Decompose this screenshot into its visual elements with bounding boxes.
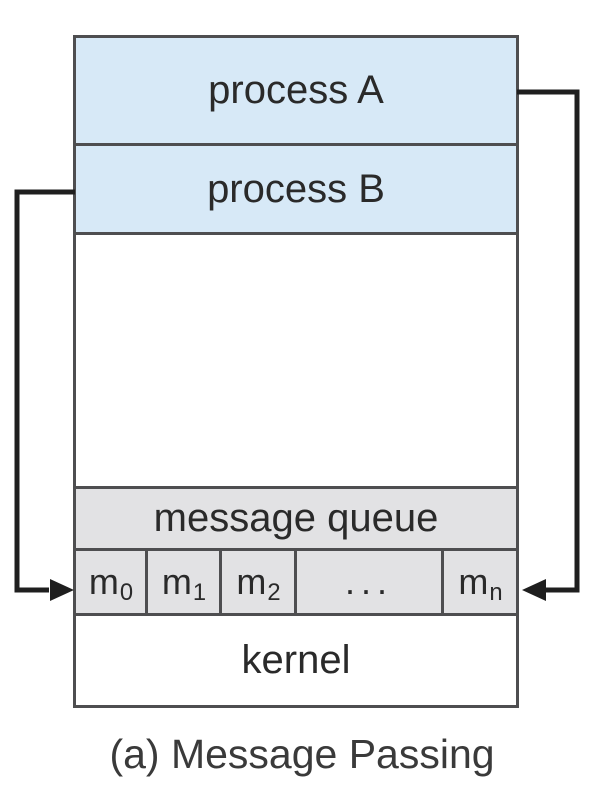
process-a-to-queue-connector xyxy=(517,89,580,593)
queue-cell-ellipsis: ... xyxy=(297,551,444,613)
figure-caption: (a) Message Passing xyxy=(109,731,495,777)
arrow-left-icon xyxy=(522,579,546,601)
kernel-box: kernel xyxy=(76,616,516,705)
message-queue-header: message queue xyxy=(76,486,516,551)
cell-m2-base: m xyxy=(236,561,267,602)
process-b-box: process B xyxy=(76,146,516,235)
process-a-box: process A xyxy=(76,38,516,146)
cell-m0-sub: 0 xyxy=(119,578,134,606)
cell-m0-base: m xyxy=(88,561,119,602)
process-b-to-queue-connector xyxy=(14,189,75,593)
cell-m2-sub: 2 xyxy=(267,578,281,606)
cell-m1-base: m xyxy=(161,561,192,602)
arrow-right-icon xyxy=(50,579,74,601)
process-a-label: process A xyxy=(208,68,384,112)
message-queue-label: message queue xyxy=(153,496,439,540)
process-b-label: process B xyxy=(207,166,385,211)
cell-m1-sub: 1 xyxy=(192,578,207,606)
cell-mn-sub: n xyxy=(489,578,503,606)
cell-ellipsis-base: ... xyxy=(344,561,393,602)
cell-mn-base: m xyxy=(458,561,489,602)
kernel-label: kernel xyxy=(241,638,351,682)
empty-region xyxy=(76,235,516,486)
